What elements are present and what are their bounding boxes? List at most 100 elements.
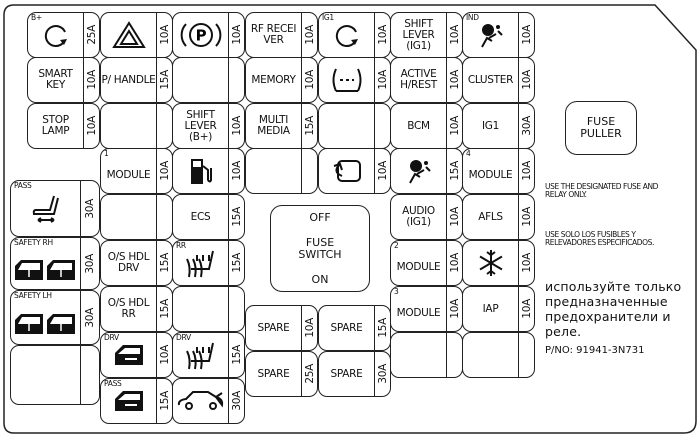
fuse-tag: B+ xyxy=(31,13,42,22)
fuse-empty-r8c6[interactable] xyxy=(390,332,463,378)
amperage-text: 10A xyxy=(520,207,533,227)
fuse-amperage: 10A xyxy=(228,149,244,193)
fuse-empty-r3c2[interactable] xyxy=(100,103,173,149)
fuse-label-area: IG1 xyxy=(463,104,518,148)
fuse-tag: IG1 xyxy=(322,13,334,22)
fuse-label-area: SMART KEY xyxy=(28,58,83,102)
fuse-label-area xyxy=(246,149,301,193)
fuse-switch-on: ON xyxy=(311,273,329,286)
amperage-text: 10A xyxy=(230,161,243,181)
fuse-label-area xyxy=(173,287,228,331)
fuse-tag: 1 xyxy=(104,149,109,158)
fuse-label-area xyxy=(391,149,446,193)
fuse-trunk[interactable]: 30A xyxy=(172,378,245,424)
fuse-label-area xyxy=(11,346,80,404)
amperage-text: 10A xyxy=(85,116,98,136)
fuse-empty-r7c3[interactable] xyxy=(172,286,245,332)
fuse-empty-r5c2[interactable] xyxy=(100,194,173,240)
fuse-tpms[interactable]: 10A xyxy=(318,57,391,103)
seat-icon xyxy=(28,194,64,224)
fuse-label-area: STOP LAMP xyxy=(28,104,83,148)
fuse-label-area: BCM xyxy=(391,104,446,148)
fuse-amperage: 10A xyxy=(83,58,99,102)
fuse-label-area: PASS xyxy=(11,181,80,236)
fuse-label: SMART KEY xyxy=(38,68,73,91)
fuse-label: BCM xyxy=(407,119,430,132)
fuel-icon xyxy=(188,156,214,186)
fuse-switch[interactable]: OFF FUSE SWITCH ON xyxy=(270,205,370,292)
fuse-fuel[interactable]: 10A xyxy=(172,148,245,194)
fuse-amperage: 15A xyxy=(374,306,390,350)
fuse-empty-r3c5[interactable] xyxy=(318,103,391,149)
amperage-text: 10A xyxy=(158,161,171,181)
fuse-smart-key[interactable]: SMART KEY 10A xyxy=(27,57,100,103)
fuse-label-area: DRV xyxy=(173,333,228,377)
svg-text:P: P xyxy=(195,27,206,45)
fuse-label-area xyxy=(319,58,374,102)
fuse-amperage: 30A xyxy=(518,104,534,148)
fuse-amperage: 10A xyxy=(518,287,534,331)
fuse-puller[interactable]: FUSE PULLER xyxy=(565,101,637,155)
amperage-text: 25A xyxy=(85,25,98,45)
fuse-label: MODULE xyxy=(396,260,441,273)
fuse-label-area: IG1 xyxy=(319,13,374,57)
fuse-amperage: 10A xyxy=(156,333,172,377)
fuse-airbag[interactable]: 15A xyxy=(390,148,463,194)
fuse-audio-ig1[interactable]: AUDIO (IG1)10A xyxy=(390,194,463,240)
fuse-amperage: 15A xyxy=(228,241,244,285)
fuse-aircon[interactable]: 10A xyxy=(462,240,535,286)
fuse-amperage: 25A xyxy=(83,13,99,57)
fuse-shift-lever-ig1[interactable]: SHIFT LEVER (IG1)10A xyxy=(390,12,463,58)
fuse-label-area xyxy=(319,149,374,193)
fuse-tag: SAFETY LH xyxy=(14,291,52,300)
fuse-b-plus[interactable]: B+ 25A xyxy=(27,12,100,58)
fuse-shift-lever-b-plus[interactable]: SHIFT LEVER (B+)10A xyxy=(172,103,245,149)
fuse-seat-memory[interactable]: 10A xyxy=(318,148,391,194)
fuse-empty-r2c3[interactable] xyxy=(172,57,245,103)
amperage-text: 10A xyxy=(376,161,389,181)
amperage-text: 15A xyxy=(230,253,243,273)
fuse-empty-r4c4[interactable] xyxy=(245,148,318,194)
fuse-tag: 2 xyxy=(394,241,399,250)
fuse-tag: PASS xyxy=(104,379,122,388)
fuse-hazard[interactable]: 10A xyxy=(100,12,173,58)
fuse-label-area xyxy=(391,333,446,377)
fuse-label-area: O/S HDL RR xyxy=(101,287,156,331)
fuse-empty-r8c7[interactable] xyxy=(462,332,535,378)
fuse-amperage: 10A xyxy=(156,149,172,193)
fuse-empty-left[interactable] xyxy=(10,345,100,405)
